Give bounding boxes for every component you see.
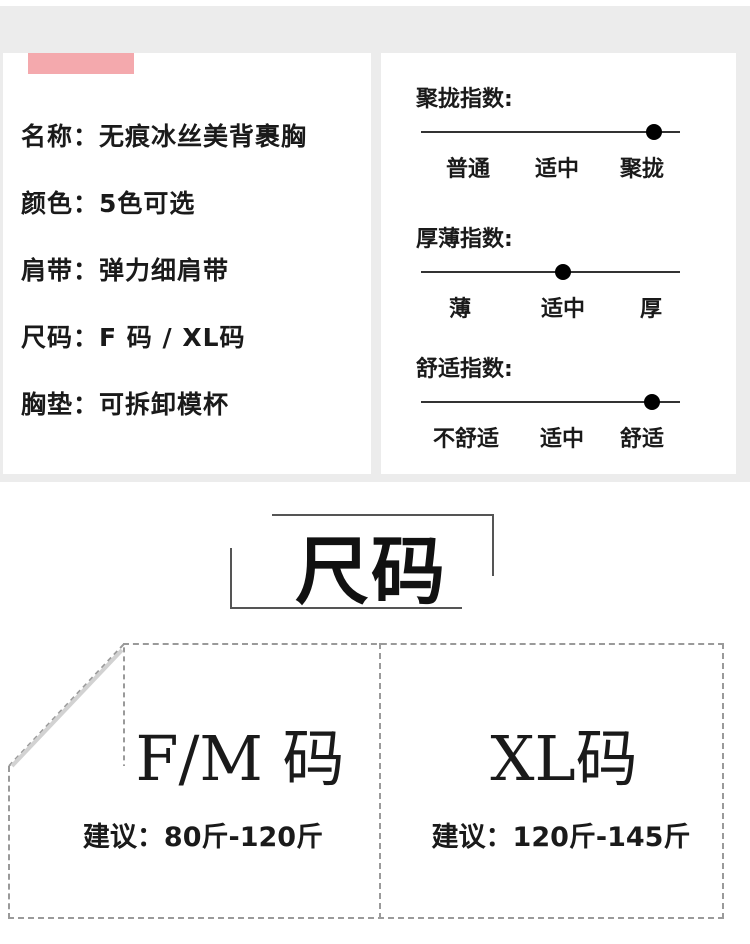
size-section-title: 尺码	[295, 529, 447, 615]
accent-bar	[28, 53, 134, 74]
frame-line-top	[272, 514, 494, 516]
size-cards: F/M 码 建议：80斤-120斤 XL码 建议：120斤-145斤	[0, 640, 750, 940]
product-info-area: 名称：无痕冰丝美背裹胸 颜色：5色可选 肩带：弹力细肩带 尺码：F 码 / XL…	[0, 6, 750, 482]
index-title: 舒适指数:	[416, 357, 513, 382]
index-level-dot	[643, 394, 660, 410]
frame-line-bottom	[230, 607, 462, 609]
spec-size: 尺码：F 码 / XL码	[21, 323, 246, 352]
index-title: 聚拢指数:	[416, 87, 513, 112]
frame-line-left	[230, 548, 232, 608]
card-border-bottom	[8, 917, 724, 919]
spec-color: 颜色：5色可选	[21, 189, 196, 218]
index-label-low: 不舒适	[432, 427, 500, 452]
size-heading: 尺码	[0, 490, 750, 620]
index-label-high: 厚	[639, 297, 663, 322]
card-border-left	[8, 766, 10, 919]
frame-line-right	[492, 514, 494, 576]
index-scale-line	[421, 401, 680, 403]
card-divider	[379, 643, 381, 919]
size-card-fm-name: F/M 码	[135, 722, 345, 795]
spec-pad: 胸垫：可拆卸模杯	[21, 390, 230, 419]
size-card-xl-name: XL码	[490, 722, 638, 795]
spec-list: 名称：无痕冰丝美背裹胸 颜色：5色可选 肩带：弹力细肩带 尺码：F 码 / XL…	[21, 117, 366, 452]
spec-strap: 肩带：弹力细肩带	[21, 256, 230, 285]
index-scale-line	[421, 131, 680, 133]
index-panel: 聚拢指数: 普通 适中 聚拢 厚薄指数: 薄 适中 厚 舒适指数: 不舒适 适中…	[381, 53, 736, 474]
index-level-dot	[555, 264, 572, 280]
size-card-fm-note: 建议：80斤-120斤	[82, 822, 324, 853]
card-border-top	[123, 643, 724, 645]
index-label-mid: 适中	[540, 297, 586, 322]
card-border-right	[722, 643, 724, 919]
index-title: 厚薄指数:	[416, 227, 513, 252]
index-label-mid: 适中	[539, 427, 585, 452]
index-label-low: 普通	[445, 157, 491, 182]
index-label-low: 薄	[448, 297, 472, 322]
index-label-mid: 适中	[534, 157, 580, 182]
index-level-dot	[646, 124, 663, 140]
index-label-high: 聚拢	[619, 157, 665, 182]
folded-corner	[8, 641, 125, 768]
index-label-high: 舒适	[619, 427, 665, 452]
size-card-xl-note: 建议：120斤-145斤	[431, 822, 691, 853]
spec-panel: 名称：无痕冰丝美背裹胸 颜色：5色可选 肩带：弹力细肩带 尺码：F 码 / XL…	[3, 53, 371, 474]
index-scale-line	[421, 271, 680, 273]
spec-name: 名称：无痕冰丝美背裹胸	[21, 122, 308, 151]
